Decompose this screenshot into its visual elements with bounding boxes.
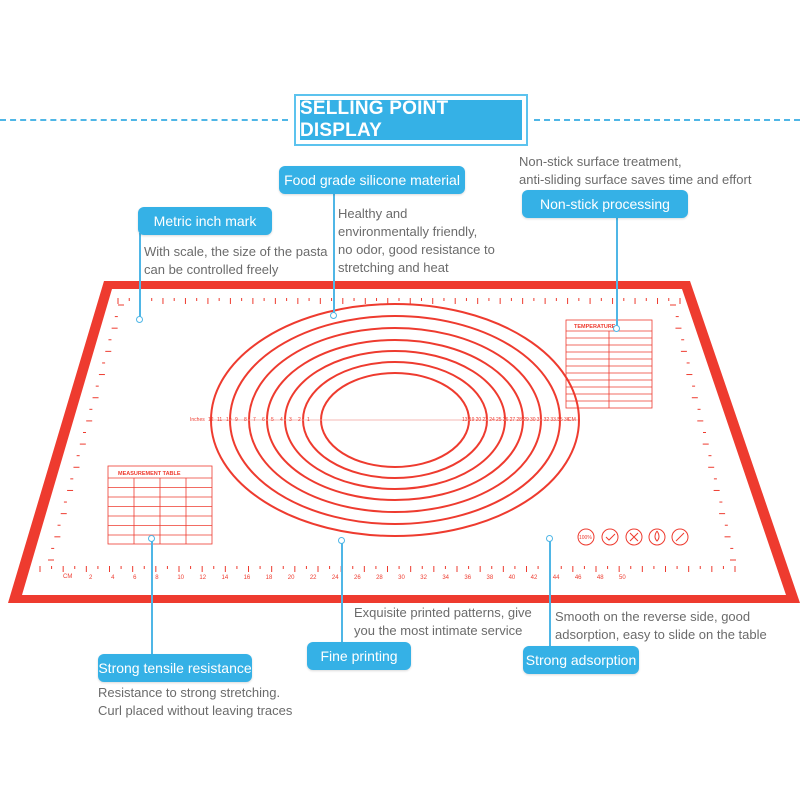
center-scale-label-left: 5: [271, 417, 274, 423]
cm-label: CM: [63, 574, 72, 580]
center-scale-label-left: 10: [226, 417, 232, 423]
badge-100: 100%: [579, 535, 592, 541]
fine-printing-desc: Exquisite printed patterns, give you the…: [354, 605, 532, 638]
bottom-scale-label: 24: [332, 575, 339, 581]
center-scale-label-right: 32: [544, 417, 550, 423]
bottom-scale-label: 48: [597, 575, 604, 581]
center-scale-label-right: 24: [489, 417, 495, 423]
center-scale-label-left: 2: [298, 417, 301, 423]
bottom-scale-label: 4: [111, 575, 115, 581]
center-scale-label-right: 33.5: [550, 417, 560, 423]
strong-tensile-label: Strong tensile resistance: [98, 654, 252, 682]
page-title: SELLING POINT DISPLAY: [300, 98, 522, 141]
bottom-scale-label: 2: [89, 575, 93, 581]
temperature-table: [565, 319, 653, 409]
rolling-circle-1: [210, 303, 580, 537]
measurement-table-title: MEASUREMENT TABLE: [118, 471, 181, 477]
header-dash-left: [0, 119, 288, 121]
connector-tensile: [151, 539, 153, 656]
header-dash-right: [534, 119, 800, 121]
bottom-scale-label: 40: [509, 575, 516, 581]
bottom-scale-label: 28: [376, 575, 383, 581]
connector-dot-printing: [338, 537, 345, 544]
center-scale-label-left: 11: [217, 417, 222, 423]
bottom-scale-label: 26: [354, 575, 361, 581]
bottom-scale-label: 50: [619, 575, 626, 581]
bottom-scale-label: 30: [398, 575, 405, 581]
feature-badges: [577, 528, 689, 546]
connector-printing: [341, 542, 343, 644]
center-scale-label-right: 25: [496, 417, 502, 423]
center-scale-label-right: 20: [476, 417, 482, 423]
metric-inch-mark-desc: With scale, the size of the pasta can be…: [144, 244, 328, 277]
center-scale-label-right: 28: [516, 417, 522, 423]
connector-dot-adsorption: [546, 535, 553, 542]
connector-dot-tensile: [148, 535, 155, 542]
center-scale-label-left: 4: [280, 417, 283, 423]
temperature-table-title: TEMPERATURE: [574, 324, 616, 330]
bottom-scale-label: 20: [288, 575, 295, 581]
strong-tensile-desc: Resistance to strong stretching. Curl pl…: [98, 685, 293, 718]
center-scale-label-left: 6: [262, 417, 265, 423]
non-stick-desc: Non-stick surface treatment, anti-slidin…: [519, 154, 752, 187]
bottom-scale-label: 34: [442, 575, 449, 581]
connector-food: [333, 193, 335, 315]
connector-adsorption: [549, 540, 551, 648]
bottom-scale-label: 36: [464, 575, 471, 581]
connector-metric: [139, 233, 141, 319]
food-grade-label: Food grade silicone material: [279, 166, 465, 194]
center-scale-label-left: 8: [244, 417, 247, 423]
center-scale-label-right: 30: [530, 417, 536, 423]
bottom-scale-label: 22: [310, 575, 317, 581]
center-scale-label-right: 19: [469, 417, 475, 423]
title-box: SELLING POINT DISPLAY: [294, 94, 528, 146]
center-scale-label-left: 12: [208, 417, 214, 423]
bottom-scale-label: 42: [531, 575, 538, 581]
cm-label-center: CM: [568, 417, 576, 423]
bottom-scale-label: 18: [266, 575, 273, 581]
center-scale-label-left: 1: [307, 417, 310, 423]
food-grade-desc: Healthy and environmentally friendly, no…: [338, 206, 495, 275]
center-scale-label-right: 22: [482, 417, 488, 423]
bottom-scale-label: 16: [244, 575, 251, 581]
connector-dot-food: [330, 312, 337, 319]
center-scale-label-right: 36: [564, 417, 570, 423]
center-scale-label-left: 9: [235, 417, 238, 423]
center-scale-label-right: 13: [462, 417, 468, 423]
inches-label: Inches: [190, 417, 205, 423]
center-scale-label-right: 29: [523, 417, 529, 423]
bottom-scale-label: 8: [155, 575, 159, 581]
bottom-scale-label: 10: [177, 575, 184, 581]
metric-inch-mark-label: Metric inch mark: [138, 207, 272, 235]
bottom-scale-label: 6: [133, 575, 137, 581]
center-scale-label-right: 31: [537, 417, 543, 423]
bottom-scale-label: 44: [553, 575, 560, 581]
bottom-scale-label: 32: [420, 575, 427, 581]
non-stick-label: Non-stick processing: [522, 190, 688, 218]
measurement-table: [107, 465, 213, 545]
connector-nonstick: [616, 216, 618, 329]
bottom-scale-label: 12: [199, 575, 206, 581]
connector-dot-nonstick: [613, 325, 620, 332]
mat-inner: [22, 289, 786, 595]
center-scale-label-right: 26: [503, 417, 509, 423]
scale-ticks: [39, 298, 736, 572]
center-scale-label-left: 3: [289, 417, 292, 423]
center-scale-label-right: 27: [510, 417, 516, 423]
strong-adsorption-desc: Smooth on the reverse side, good adsorpt…: [555, 609, 767, 642]
bottom-scale-label: 38: [487, 575, 494, 581]
bottom-scale-label: 14: [222, 575, 229, 581]
center-scale-label-right: 35: [557, 417, 563, 423]
strong-adsorption-label: Strong adsorption: [523, 646, 639, 674]
connector-dot-metric: [136, 316, 143, 323]
bottom-scale-label: 46: [575, 575, 582, 581]
fine-printing-label: Fine printing: [307, 642, 411, 670]
center-scale-label-left: 7: [253, 417, 256, 423]
